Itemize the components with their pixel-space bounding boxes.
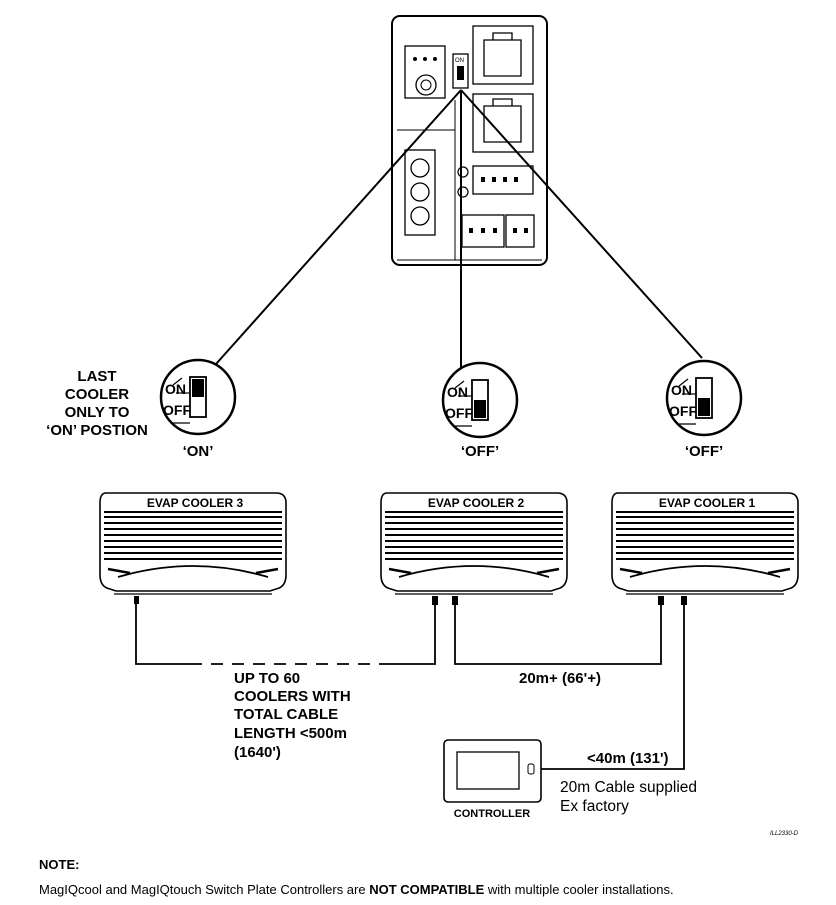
switch-on-label: ON	[671, 382, 692, 398]
note-title: NOTE:	[39, 857, 80, 872]
cable-supplied-line-1: 20m Cable supplied	[560, 779, 697, 796]
segment-length-label: 20m+ (66'+)	[519, 670, 601, 687]
switch-state-cooler-1: ‘OFF’	[685, 443, 723, 460]
last-cooler-note: LAST COOLER ONLY TO ‘ON’ POSTION	[46, 368, 148, 439]
board-dip-switch: ON	[452, 53, 469, 89]
svg-text:LENGTH <500m: LENGTH <500m	[234, 725, 347, 742]
board-connector-right	[472, 165, 534, 195]
cooler-label: EVAP COOLER 3	[147, 496, 244, 510]
note-text-start: MagIQcool and MagIQtouch Switch Plate Co…	[39, 882, 370, 897]
rj45-socket-upper	[472, 25, 534, 85]
svg-text:LAST: LAST	[77, 368, 116, 385]
svg-text:COOLERS WITH: COOLERS WITH	[234, 688, 351, 705]
switch-off-label: OFF	[669, 403, 697, 419]
note-text-end: with multiple cooler installations.	[484, 882, 674, 897]
switch-dial-cooler-1: ON OFF	[665, 359, 743, 437]
illustration-id: ILL2330-D	[770, 831, 799, 837]
evap-cooler-1: EVAP COOLER 1	[610, 491, 800, 596]
leader-lines	[215, 89, 703, 372]
cable-length-note: UP TO 60 COOLERS WITH TOTAL CABLE LENGTH…	[234, 670, 351, 761]
svg-text:UP TO 60: UP TO 60	[234, 670, 300, 687]
controller-run-label: <40m (131')	[587, 750, 669, 767]
svg-text:‘ON’ POSTION: ‘ON’ POSTION	[46, 422, 148, 439]
evap-cooler-2: EVAP COOLER 2	[379, 491, 569, 596]
svg-text:ONLY TO: ONLY TO	[65, 404, 130, 421]
switch-dial-cooler-2: ON OFF	[441, 361, 519, 439]
controller-label: CONTROLLER	[454, 808, 530, 820]
wall-controller: CONTROLLER	[443, 739, 542, 820]
switch-off-label: OFF	[163, 402, 191, 418]
board-terminal-bottom	[461, 214, 535, 248]
cooler-label: EVAP COOLER 1	[659, 496, 756, 510]
svg-text:(1640'): (1640')	[234, 744, 281, 761]
switch-state-cooler-3: ‘ON’	[183, 443, 214, 460]
rj45-socket-lower	[472, 93, 534, 153]
switch-dial-cooler-3: ON OFF	[159, 358, 237, 436]
board-switch-on-label: ON	[455, 58, 464, 64]
svg-text:COOLER: COOLER	[65, 386, 129, 403]
cooler-connector-ports	[134, 596, 687, 605]
control-board: ON	[391, 15, 548, 266]
cooler-label: EVAP COOLER 2	[428, 496, 525, 510]
switch-on-label: ON	[165, 381, 186, 397]
note-text: MagIQcool and MagIQtouch Switch Plate Co…	[39, 882, 674, 897]
note-text-emphasis: NOT COMPATIBLE	[369, 882, 485, 897]
board-terminal-block	[404, 45, 446, 99]
cable-supplied-line-2: Ex factory	[560, 798, 629, 815]
svg-text:TOTAL CABLE: TOTAL CABLE	[234, 706, 338, 723]
board-connector-left	[404, 149, 436, 236]
cable-runs	[135, 604, 685, 770]
switch-state-cooler-2: ‘OFF’	[461, 443, 499, 460]
switch-on-label: ON	[447, 384, 468, 400]
switch-off-label: OFF	[445, 405, 473, 421]
evap-cooler-3: EVAP COOLER 3	[98, 491, 288, 596]
